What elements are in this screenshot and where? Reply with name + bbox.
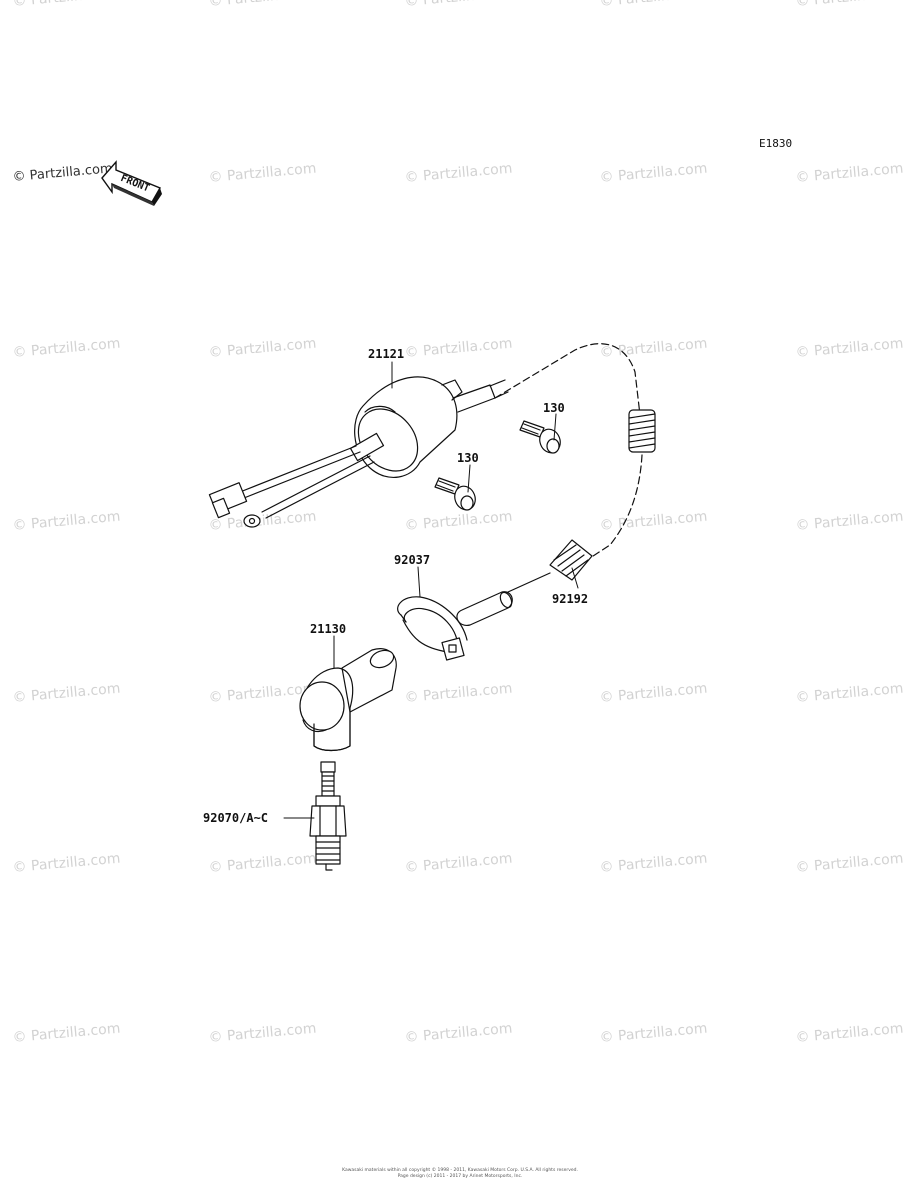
- leader-lines: [283, 361, 579, 819]
- ignition-coil: [349, 376, 509, 478]
- lead-tube: [456, 572, 551, 626]
- spring-92192: [549, 539, 593, 581]
- copyright-notice: Kawasaki materials within all copyright …: [340, 1168, 580, 1180]
- lead-lower: [589, 454, 643, 559]
- callout-92192: 92192: [552, 592, 589, 606]
- clamp-92037: [397, 596, 468, 661]
- bolt-130-lower: [434, 477, 476, 511]
- callout-92070: 92070/A~C: [203, 811, 269, 825]
- front-direction-arrow-icon: FRONT: [101, 160, 162, 206]
- primary-leads: [208, 445, 375, 528]
- spark-plug-92070: [309, 761, 347, 871]
- bolt-130-upper: [519, 420, 561, 454]
- spring-upper: [628, 409, 656, 453]
- callout-21121: 21121: [368, 347, 405, 361]
- callout-130-lower: 130: [457, 451, 479, 465]
- diagram-code: E1830: [759, 137, 793, 150]
- copyright-line: Kawasaki materials within all copyright …: [342, 1168, 578, 1173]
- high-tension-lead: [494, 343, 641, 416]
- callout-130-upper: 130: [543, 401, 565, 415]
- callout-92037: 92037: [394, 553, 431, 567]
- copyright-line: Page design (c) 2011 - 2017 by Arinet Mo…: [397, 1174, 523, 1179]
- callout-21130: 21130: [310, 622, 347, 636]
- plug-cap-21130: [299, 648, 397, 752]
